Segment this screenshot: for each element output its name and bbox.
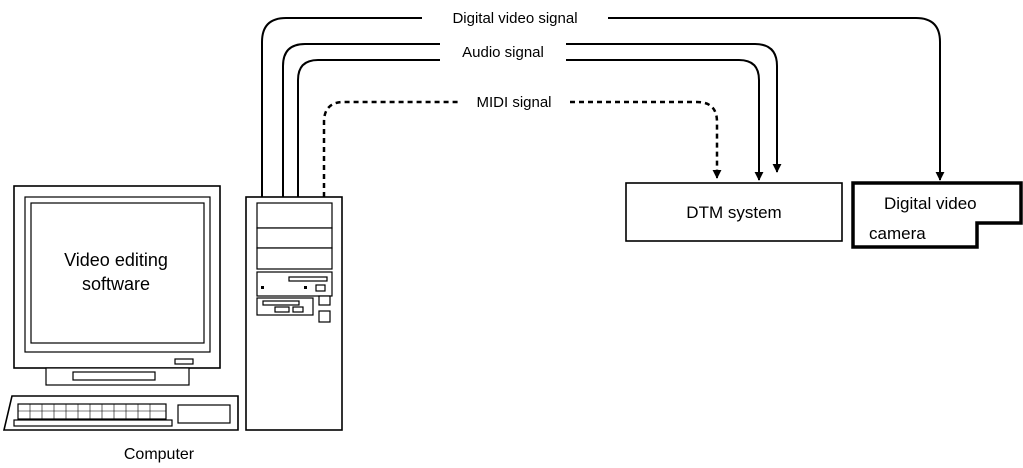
video-signal-line <box>261 17 940 197</box>
midi-signal-line <box>322 100 722 197</box>
camera-label-line1: Digital video <box>884 194 977 213</box>
audio-signal-line <box>282 43 782 197</box>
monitor-icon: Video editing software <box>13 185 221 386</box>
computer-label: Computer <box>124 446 195 463</box>
screen-label-line1: Video editing <box>64 250 168 270</box>
camera-label-line2: camera <box>869 224 926 243</box>
screen-label-line2: software <box>82 274 150 294</box>
keyboard-icon <box>2 395 239 431</box>
camera-icon: Digital video camera <box>851 181 1023 249</box>
dtm-system-label: DTM system <box>686 203 781 222</box>
computer-tower-icon <box>245 196 343 431</box>
midi-signal-label: MIDI signal <box>476 94 551 111</box>
audio-signal-label: Audio signal <box>462 44 544 61</box>
video-signal-label: Digital video signal <box>452 10 577 27</box>
dtm-system-box: DTM system <box>625 182 843 242</box>
